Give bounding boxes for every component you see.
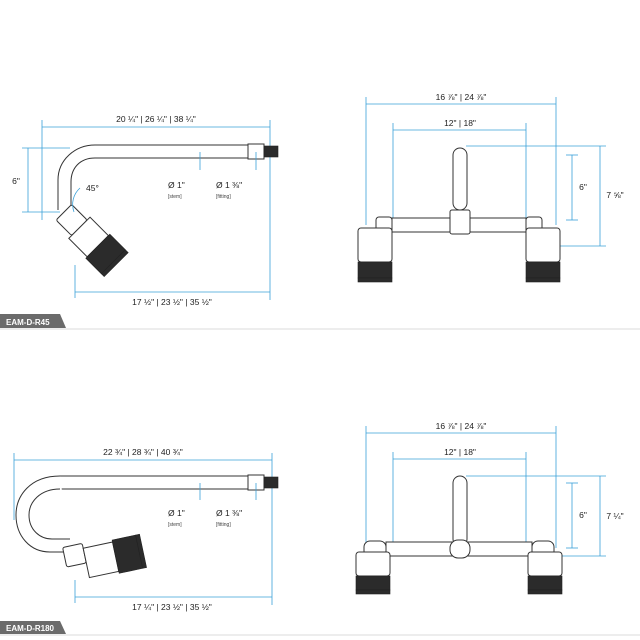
fitting-note: [fitting] — [216, 194, 231, 200]
top-dimension: 20 ¼" | 26 ¼" | 38 ¼" — [116, 114, 196, 124]
fitting-diameter: Ø 1 ⅜" — [216, 180, 242, 190]
front-width-outer: 16 ⅞" | 24 ⅞" — [436, 92, 487, 102]
front-view-r180: 16 ⅞" | 24 ⅞" 12" | 18" 7 ¼" 6" — [355, 421, 624, 595]
bottom-dimension: 17 ½" | 23 ½" | 35 ½" — [132, 297, 212, 307]
fitting-note: [fitting] — [216, 522, 231, 528]
front-height-inner: 6" — [579, 182, 587, 192]
stem-diameter: Ø 1" — [168, 508, 185, 518]
stem-note: [stem] — [168, 194, 182, 200]
front-view-r45: 16 ⅞" | 24 ⅞" 12" | 18" 7 ⅝" 6" — [357, 92, 624, 283]
height-dimension: 6" — [12, 176, 20, 186]
section-r45: 20 ¼" | 26 ¼" | 38 ¼" 6" 45° — [0, 92, 640, 330]
section-r180: 22 ¾" | 28 ¾" | 40 ¾" Ø 1" [stem] Ø 1 ⅜"… — [0, 421, 640, 636]
side-view-r180: 22 ¾" | 28 ¾" | 40 ¾" Ø 1" [stem] Ø 1 ⅜"… — [13, 447, 279, 612]
front-width-inner: 12" | 18" — [444, 447, 476, 457]
fitting-diameter: Ø 1 ⅜" — [216, 508, 242, 518]
front-height-outer: 7 ¼" — [606, 511, 623, 521]
bottom-dimension: 17 ¼" | 23 ½" | 35 ½" — [132, 602, 212, 612]
top-dimension: 22 ¾" | 28 ¾" | 40 ¾" — [103, 447, 183, 457]
front-height-inner: 6" — [579, 510, 587, 520]
model-label: EAM-D-R45 — [6, 318, 50, 327]
model-tab — [0, 621, 66, 634]
model-tab — [0, 314, 66, 328]
front-width-inner: 12" | 18" — [444, 118, 476, 128]
angle-label: 45° — [86, 183, 99, 193]
stem-note: [stem] — [168, 522, 182, 528]
model-label: EAM-D-R180 — [6, 624, 55, 633]
side-view-r45: 20 ¼" | 26 ¼" | 38 ¼" 6" 45° — [12, 114, 279, 307]
front-width-outer: 16 ⅞" | 24 ⅞" — [436, 421, 487, 431]
front-height-outer: 7 ⅝" — [606, 190, 623, 200]
stem-diameter: Ø 1" — [168, 180, 185, 190]
